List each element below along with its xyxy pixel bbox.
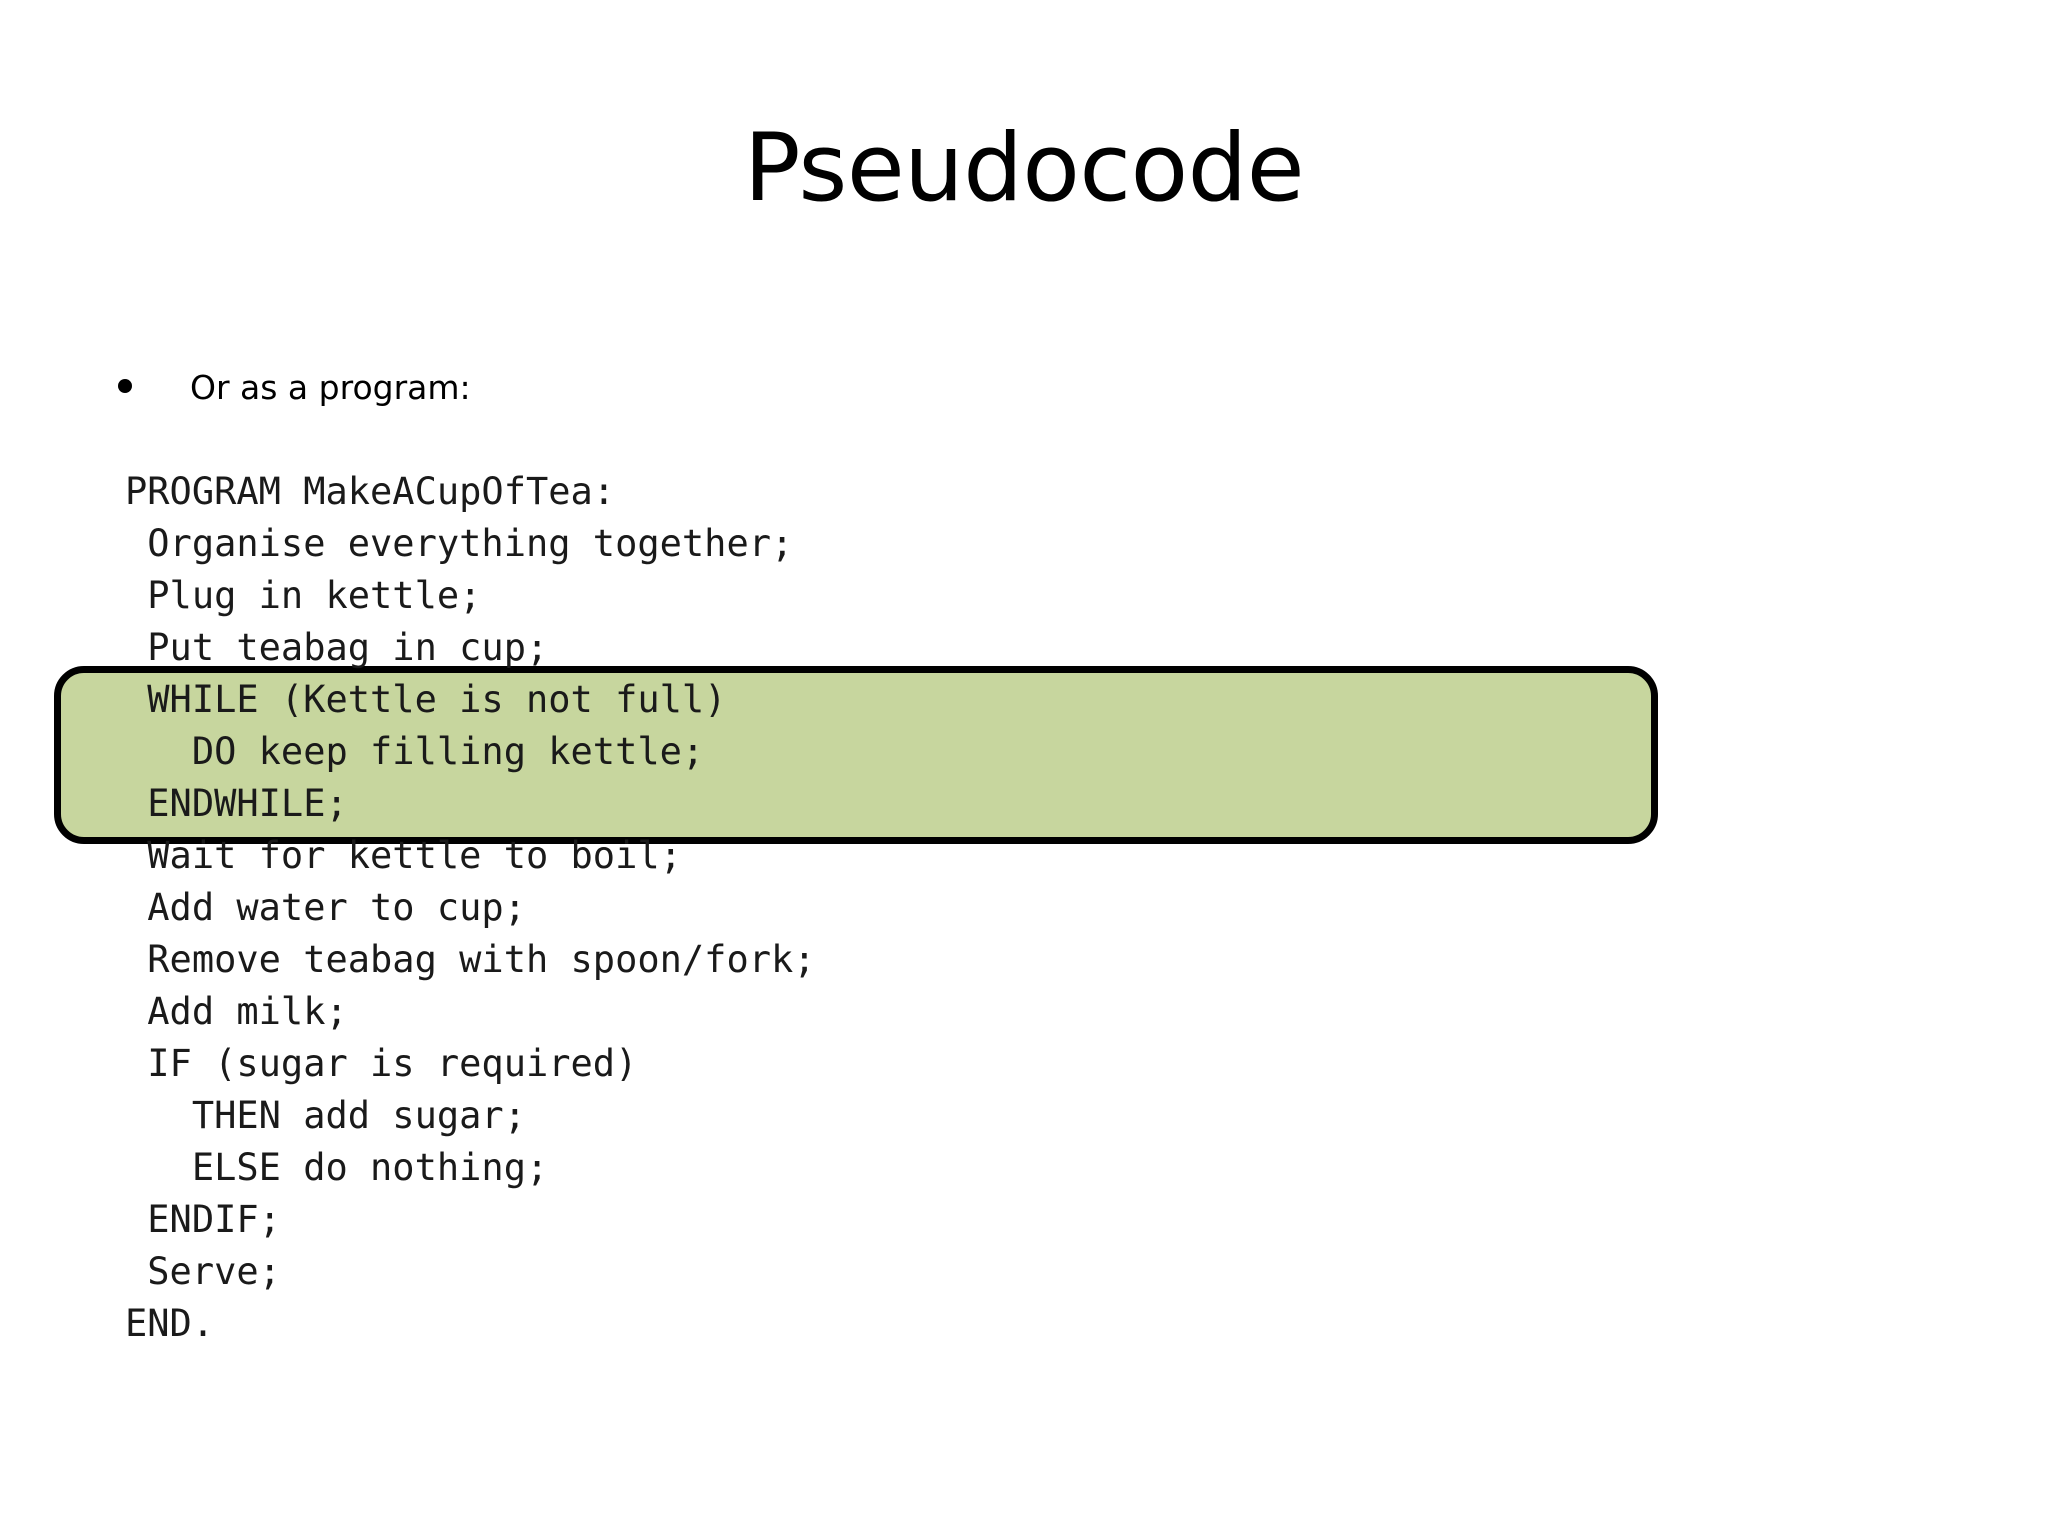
pseudocode-block: PROGRAM MakeACupOfTea: Organise everythi… <box>125 466 816 1350</box>
code-line: ENDWHILE; <box>125 782 348 825</box>
highlight-callout-box <box>54 666 1658 844</box>
code-line: IF (sugar is required) <box>125 1042 638 1085</box>
bullet-list-item: Or as a program: <box>118 368 471 407</box>
code-line: Put teabag in cup; <box>125 626 549 669</box>
code-line: ELSE do nothing; <box>125 1146 549 1189</box>
code-line: Serve; <box>125 1250 281 1293</box>
code-line: Plug in kettle; <box>125 574 482 617</box>
code-line: Wait for kettle to boil; <box>125 834 682 877</box>
code-line: PROGRAM MakeACupOfTea: <box>125 470 616 513</box>
code-line: Add milk; <box>125 990 348 1033</box>
bullet-item-label: Or as a program: <box>190 368 471 407</box>
code-line: WHILE (Kettle is not full) <box>125 678 727 721</box>
code-line: Add water to cup; <box>125 886 526 929</box>
code-line: THEN add sugar; <box>125 1094 526 1137</box>
code-line: DO keep filling kettle; <box>125 730 705 773</box>
code-line: END. <box>125 1302 215 1345</box>
code-line: Organise everything together; <box>125 522 794 565</box>
bullet-dot-icon <box>118 379 132 393</box>
page-title: Pseudocode <box>743 114 1305 223</box>
code-line: ENDIF; <box>125 1198 281 1241</box>
code-line: Remove teabag with spoon/fork; <box>125 938 816 981</box>
